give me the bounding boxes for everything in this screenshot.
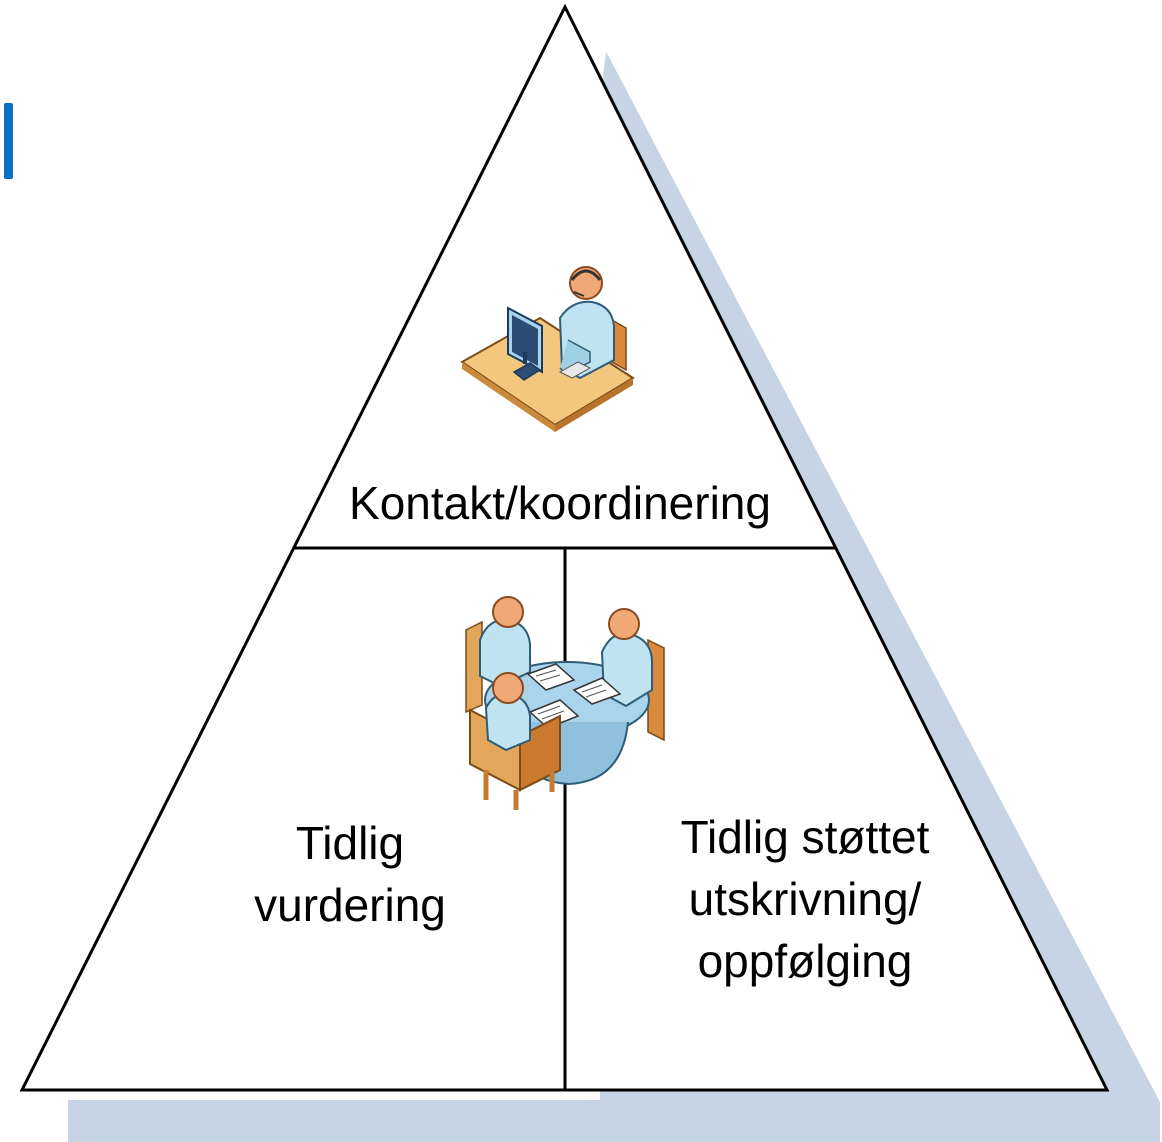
- label-tidlig-stottet-utskrivning: Tidlig støttet utskrivning/ oppfølging: [640, 806, 970, 992]
- label-line: Tidlig støttet: [680, 811, 930, 863]
- label-line: vurdering: [254, 879, 446, 931]
- label-tidlig-vurdering: Tidlig vurdering: [220, 812, 480, 936]
- label-line: utskrivning/: [688, 873, 922, 925]
- call-center-operator-icon: [460, 266, 635, 432]
- label-line: Tidlig: [295, 817, 405, 869]
- accent-bar: [4, 103, 13, 179]
- label-line: oppfølging: [697, 935, 913, 987]
- meeting-table-icon: [465, 596, 665, 810]
- label-kontakt-koordinering: Kontakt/koordinering: [349, 477, 771, 529]
- pyramid-shadow-edge: [600, 52, 1160, 1142]
